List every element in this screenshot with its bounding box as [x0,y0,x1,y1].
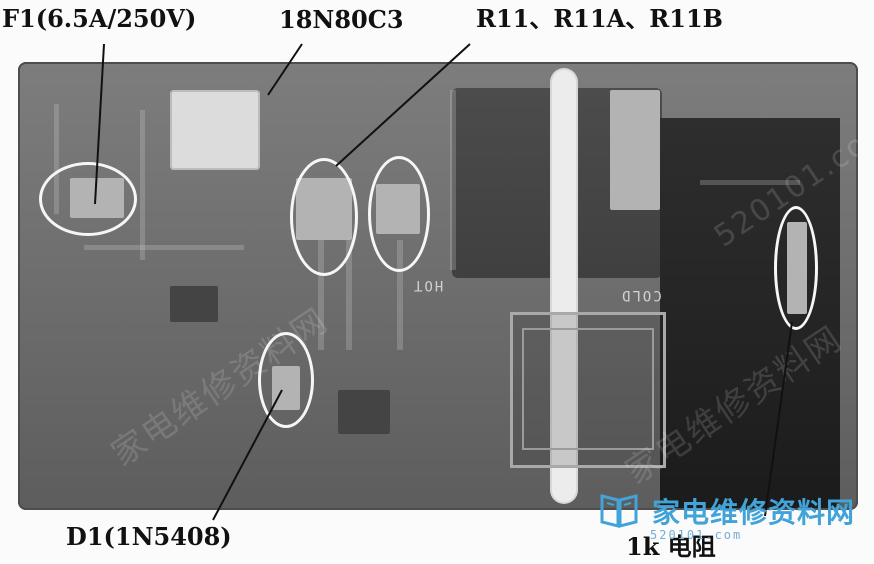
board-text-cold: COLD [620,287,662,303]
label-18n80c3: 18N80C3 [279,5,404,34]
highlight-d1 [258,332,314,428]
label-d1: D1(1N5408) [66,522,232,551]
pcb-trace [54,104,59,214]
ic-component [170,286,218,322]
pcb-trace [318,240,324,350]
heatsink-area [170,90,260,170]
cold-area-component [610,90,660,210]
board-text-hot: HOT [412,277,444,293]
pcb-trace [700,180,800,185]
brand-watermark: 家电维修资料网 [596,488,870,532]
watermark-brand-text: 家电维修资料网 [652,496,856,529]
book-logo-icon [600,494,638,528]
label-r11-group: R11、R11A、R11B [476,4,723,33]
highlight-f1 [39,162,137,236]
pcb-trace [450,90,456,270]
highlight-1k-resistor [774,206,818,330]
label-1k-resistor: 1k 电阻 [626,532,716,561]
highlight-r11-group [368,156,430,272]
pcb-trace [346,240,352,350]
pcb-trace [140,110,145,260]
pcb-trace [84,245,244,250]
transformer-outline [510,312,666,468]
transformer-inner-outline [522,328,654,450]
label-f1: F1(6.5A/250V) [2,4,197,33]
isolation-slot [552,70,576,502]
pcb-trace [397,240,403,350]
highlight-18n80c3 [290,158,358,276]
watermark-site-text: 520101.com [650,528,743,542]
ic-component [338,390,390,434]
